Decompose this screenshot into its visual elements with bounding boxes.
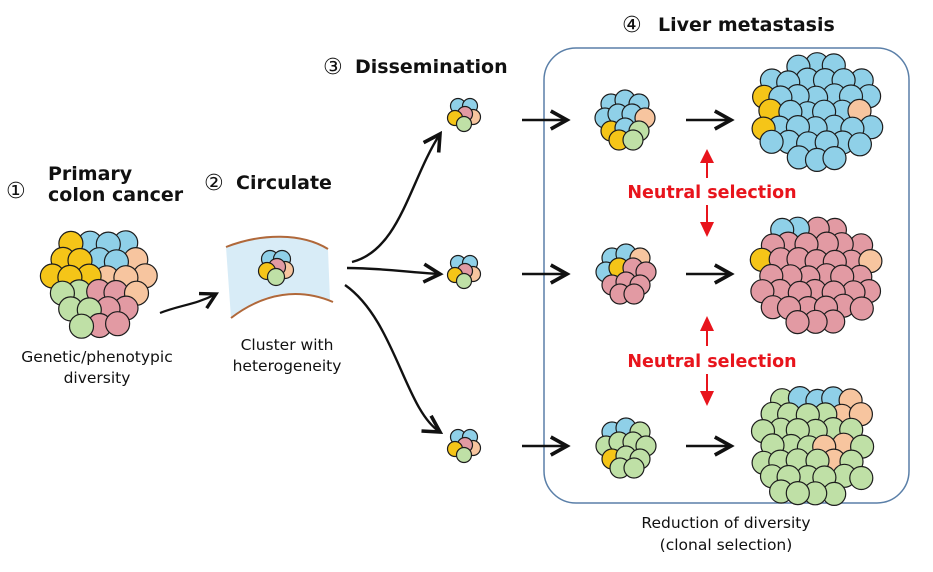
arrow-dissemination-bottom	[344, 284, 440, 432]
cell-pink	[849, 296, 874, 321]
disseminated-cluster-bottom	[446, 428, 482, 464]
red-arrow-up-icon	[700, 316, 714, 331]
primary-tumor-cluster	[39, 230, 158, 339]
cell-green	[849, 465, 874, 491]
neutral-selection-2: Neutral selection	[627, 316, 797, 406]
vessel-wall-top	[225, 235, 329, 250]
liver-small-cluster-row1	[594, 89, 656, 151]
step-circulate: ② Circulate Cluster with heterogeneity	[204, 171, 341, 375]
disseminated-cluster-top	[446, 97, 482, 133]
step-primary-colon-cancer: ① Primary colon cancer Genetic/phenotypi…	[6, 163, 184, 387]
step-title-3: Dissemination	[355, 56, 508, 78]
caption-genetic-diversity-line2: diversity	[64, 369, 131, 387]
step-number-1: ①	[6, 179, 26, 204]
step-title-1-line1: Primary	[48, 163, 133, 185]
caption-cluster-heterogeneity-line2: heterogeneity	[233, 357, 342, 375]
neutral-selection-label-1: Neutral selection	[627, 183, 796, 203]
circulating-cluster	[257, 249, 295, 287]
step-title-1-line2: colon cancer	[48, 184, 184, 206]
step-number-4: ④	[622, 13, 642, 38]
cell-pink	[623, 283, 645, 305]
neutral-selection-1: Neutral selection	[627, 149, 797, 237]
liver-large-tumor-row1	[751, 52, 884, 172]
metastasis-arrows	[522, 120, 731, 446]
cell-green	[68, 313, 95, 339]
step-title-2: Circulate	[236, 172, 332, 194]
arrow-to-circulation	[159, 294, 216, 315]
caption-cluster-heterogeneity-line1: Cluster with	[241, 336, 334, 354]
red-arrow-up-icon	[700, 149, 714, 163]
liver-metastasis-box	[543, 47, 910, 504]
arrow-dissemination-top	[351, 134, 440, 264]
step-number-3: ③	[323, 55, 343, 80]
liver-large-tumor-row2	[749, 216, 883, 335]
cell-blue	[759, 129, 784, 154]
cell-green	[785, 481, 810, 506]
cell-green	[455, 446, 473, 464]
cell-green	[455, 115, 473, 133]
liver-small-cluster-row3	[595, 417, 657, 479]
cell-pink	[785, 310, 810, 335]
liver-large-tumor-row3	[750, 386, 875, 506]
cell-blue	[822, 146, 847, 171]
cell-green	[266, 267, 286, 287]
liver-small-cluster-row2	[595, 243, 657, 305]
vessel-wall-bottom	[230, 293, 334, 319]
red-arrow-down-icon	[700, 222, 714, 237]
caption-reduction-of-diversity-line2: (clonal selection)	[660, 536, 793, 554]
cell-pink	[104, 311, 131, 337]
cell-blue	[847, 132, 873, 157]
cell-green	[455, 272, 473, 290]
step-dissemination: ③ Dissemination	[323, 55, 508, 464]
red-arrow-down-icon	[700, 391, 714, 406]
neutral-selection-label-2: Neutral selection	[627, 352, 796, 372]
arrow-dissemination-middle	[346, 268, 440, 274]
step-title-4: Liver metastasis	[658, 14, 835, 36]
disseminated-cluster-middle	[446, 254, 482, 290]
caption-genetic-diversity-line1: Genetic/phenotypic	[21, 348, 172, 366]
step-number-2: ②	[204, 171, 224, 196]
cell-green	[622, 129, 644, 151]
cell-green	[623, 457, 645, 479]
caption-reduction-of-diversity-line1: Reduction of diversity	[641, 514, 810, 532]
